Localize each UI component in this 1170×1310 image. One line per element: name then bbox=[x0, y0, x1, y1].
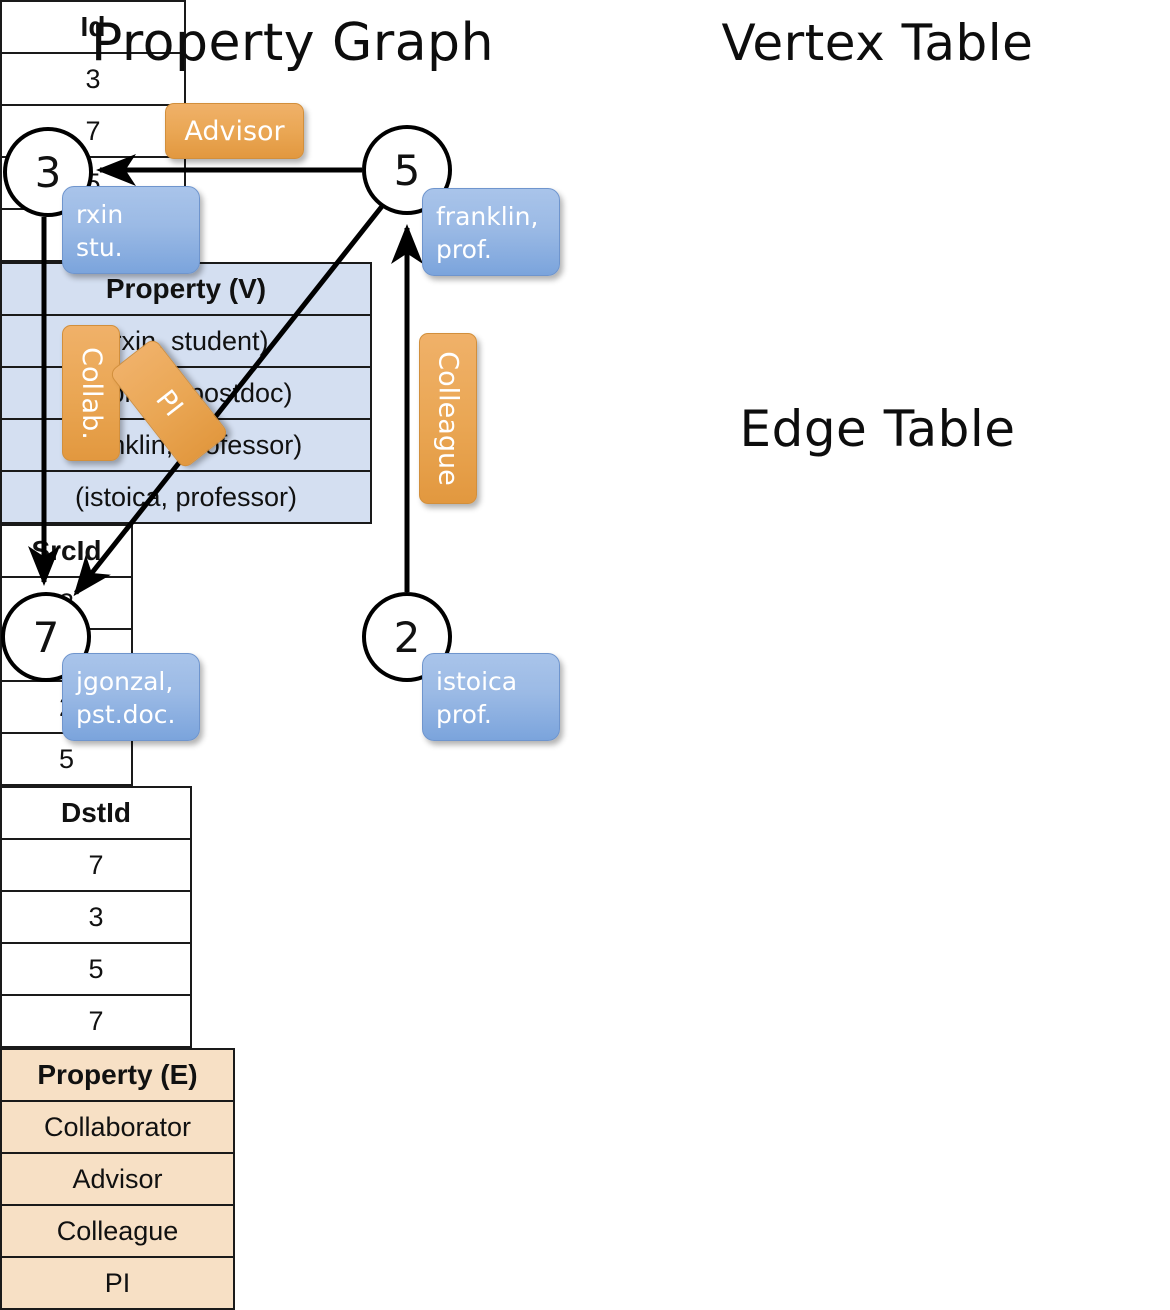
edge-table-cell-property: Collaborator bbox=[0, 1100, 235, 1154]
edge-table-cell-dstid: 7 bbox=[0, 994, 192, 1048]
vertex-property-line: rxin bbox=[76, 200, 124, 229]
vertex-table-cell-property: (istoica, professor) bbox=[0, 470, 372, 524]
vertex-property-line: jgonzal, bbox=[76, 667, 174, 696]
vertex-property-line: prof. bbox=[436, 700, 492, 729]
edge-label-colleague: Colleague bbox=[419, 333, 477, 504]
page-title-property-graph: Property Graph bbox=[90, 13, 495, 73]
edge-table-cell-dstid: 3 bbox=[0, 890, 192, 944]
vertex-property-line: stu. bbox=[76, 233, 123, 262]
edge-label-text: Colleague bbox=[432, 351, 464, 486]
vertex-property-line: franklin, bbox=[436, 202, 539, 231]
edge-table-cell-property: Colleague bbox=[0, 1204, 235, 1258]
vertex-property-box-7: jgonzal, pst.doc. bbox=[62, 653, 200, 741]
edge-table-cell-property: Advisor bbox=[0, 1152, 235, 1206]
edge-table-cell-dstid: 7 bbox=[0, 838, 192, 892]
vertex-property-line: istoica bbox=[436, 667, 518, 696]
page-title-edge-table: Edge Table bbox=[739, 400, 1016, 458]
edge-label-advisor: Advisor bbox=[165, 103, 304, 159]
property-graph-panel: 3 5 7 2 rxin stu. franklin, prof. jgonza… bbox=[0, 0, 585, 760]
edge-table-cell-dstid: 5 bbox=[0, 942, 192, 996]
edge-table-dstid-column: DstId 7 3 5 7 bbox=[0, 786, 192, 1048]
graph-node-2[interactable]: 2 bbox=[362, 592, 452, 682]
vertex-table-header-id: Id bbox=[0, 0, 186, 54]
graph-node-5[interactable]: 5 bbox=[362, 125, 452, 215]
vertex-property-box-2: istoica prof. bbox=[422, 653, 560, 741]
edge-label-text: Advisor bbox=[184, 115, 285, 147]
edge-table-header-dstid: DstId bbox=[0, 786, 192, 840]
edge-table-property-column: Property (E) Collaborator Advisor Collea… bbox=[0, 1048, 235, 1310]
page-title-vertex-table: Vertex Table bbox=[721, 14, 1034, 72]
edge-label-text: PI bbox=[149, 384, 189, 423]
graph-edge-lines bbox=[28, 154, 423, 597]
vertex-property-box-5: franklin, prof. bbox=[422, 188, 560, 276]
edge-label-collab: Collab. bbox=[62, 325, 120, 461]
edge-line-5-to-7 bbox=[73, 203, 385, 597]
vertex-property-box-3: rxin stu. bbox=[62, 186, 200, 274]
edge-table-header-property: Property (E) bbox=[0, 1048, 235, 1102]
vertex-property-line: prof. bbox=[436, 235, 492, 264]
edge-label-text: Collab. bbox=[75, 346, 107, 440]
edge-table-cell-property: PI bbox=[0, 1256, 235, 1310]
vertex-property-line: pst.doc. bbox=[76, 700, 176, 729]
